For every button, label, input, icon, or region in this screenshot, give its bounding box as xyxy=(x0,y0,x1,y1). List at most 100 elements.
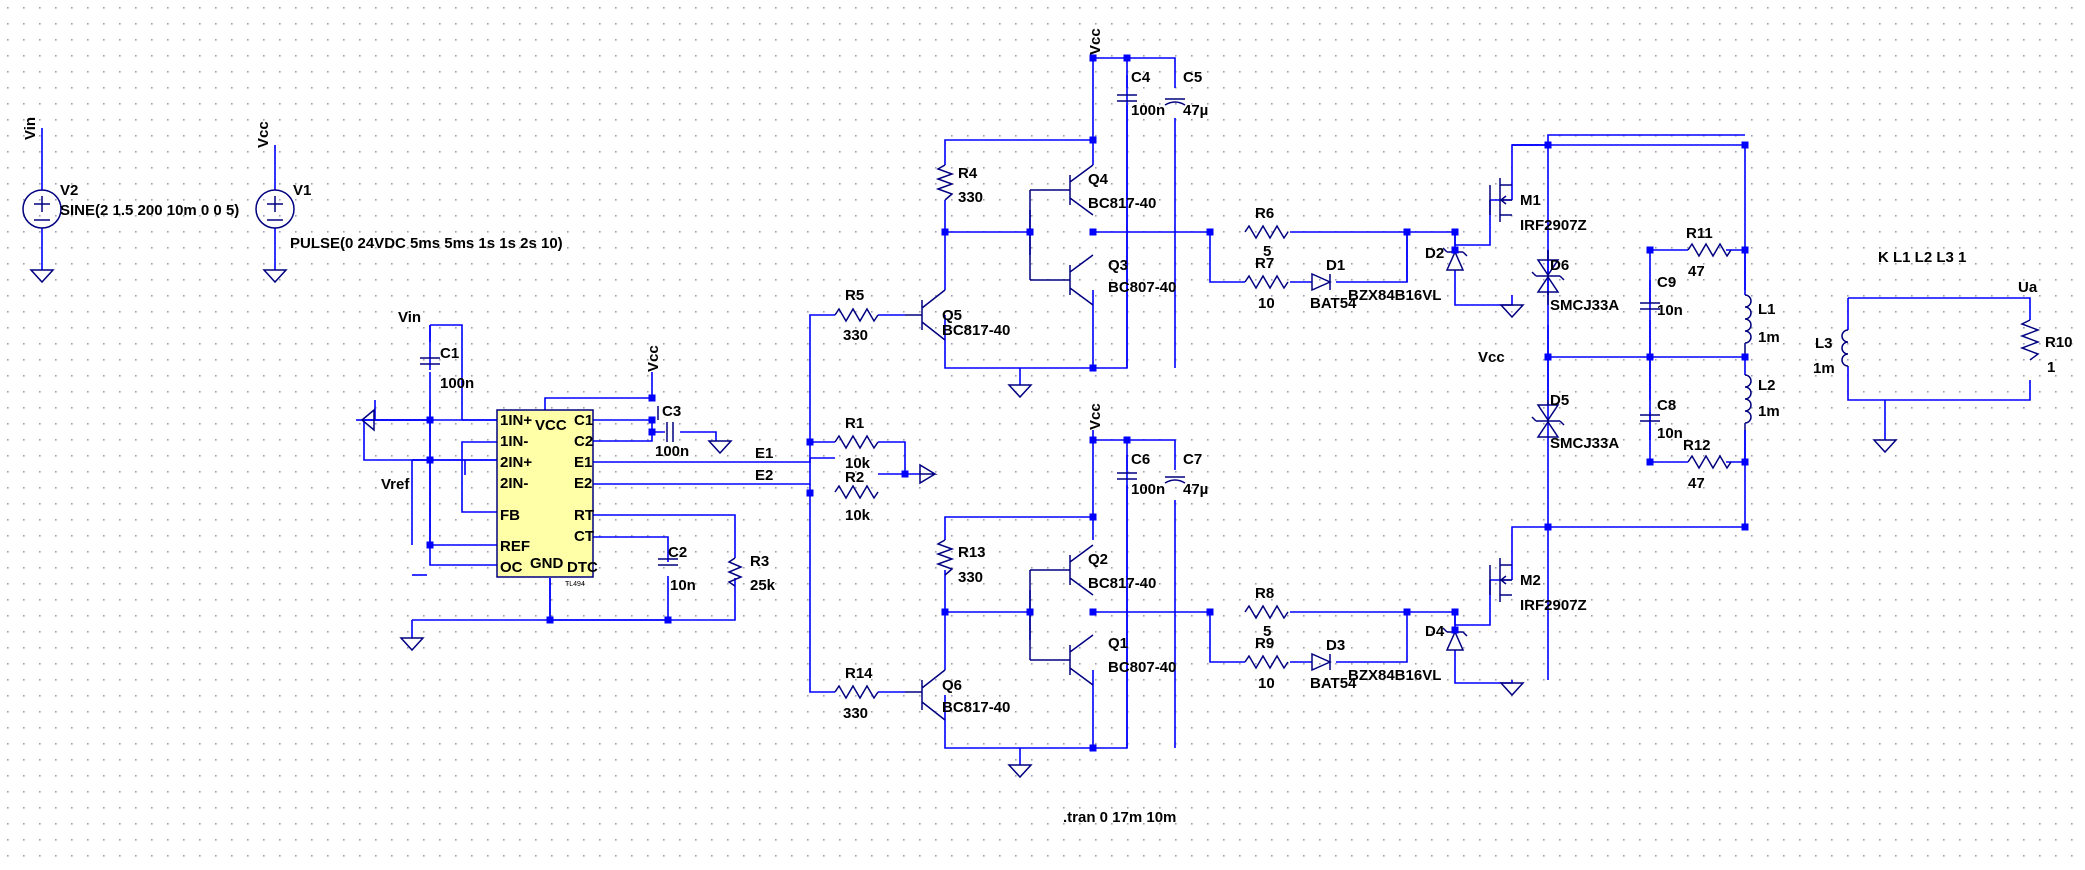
resistor-symbol-r8 xyxy=(1244,604,1289,620)
value-c5: 47µ xyxy=(1183,102,1208,119)
ref-l3: L3 xyxy=(1815,335,1833,352)
ref-d4: D4 xyxy=(1425,623,1445,640)
ref-r14: R14 xyxy=(845,665,873,682)
capacitor-symbol-c5 xyxy=(1164,98,1186,106)
tran-directive[interactable]: .tran 0 17m 10m xyxy=(1063,809,1176,826)
value-c3: 100n xyxy=(655,443,689,460)
net-label-vin-v2: Vin xyxy=(22,117,39,140)
resistor-symbol-r7 xyxy=(1244,274,1289,290)
capacitor-symbol-c2 xyxy=(658,558,678,566)
ic-pin-gnd: GND xyxy=(530,555,564,572)
ref-c7: C7 xyxy=(1183,451,1202,468)
ref-r5: R5 xyxy=(845,287,864,304)
value-c9: 10n xyxy=(1657,302,1683,319)
net-label-vcc-v1: Vcc xyxy=(255,121,272,148)
coupling-directive: K L1 L2 L3 1 xyxy=(1878,249,1966,266)
ic-pin-rt: RT xyxy=(574,507,594,524)
value-r2: 10k xyxy=(845,507,871,524)
net-label-e1: E1 xyxy=(755,445,773,462)
ref-q6: Q6 xyxy=(942,677,962,694)
ref-d2: D2 xyxy=(1425,245,1444,262)
ref-q2: Q2 xyxy=(1088,551,1108,568)
mosfet-symbol-m2 xyxy=(1489,558,1512,602)
value-c1: 100n xyxy=(440,375,474,392)
ref-v1: V1 xyxy=(293,182,311,199)
mosfet-symbol-m1 xyxy=(1489,178,1512,222)
value-m2: IRF2907Z xyxy=(1520,597,1587,614)
ref-m2: M2 xyxy=(1520,572,1541,589)
value-l1: 1m xyxy=(1758,329,1780,346)
value-r5: 330 xyxy=(843,327,868,344)
ref-r6: R6 xyxy=(1255,205,1274,222)
ic-pin-fb: FB xyxy=(500,507,520,524)
value-c2: 10n xyxy=(670,577,696,594)
ic-pin-2in-plus: 2IN+ xyxy=(500,454,532,471)
capacitor-symbol-c6 xyxy=(1117,472,1137,480)
ref-r11: R11 xyxy=(1686,225,1713,242)
resistor-symbol-r6 xyxy=(1244,224,1289,240)
ic-pin-ct: CT xyxy=(574,528,594,545)
transistor-symbol-q6 xyxy=(905,669,946,721)
ref-m1: M1 xyxy=(1520,192,1541,209)
ref-l1: L1 xyxy=(1758,301,1776,318)
ic-tl494-body[interactable] xyxy=(496,409,594,578)
ref-r3: R3 xyxy=(750,553,769,570)
value-v1: PULSE(0 24VDC 5ms 5ms 1s 1s 2s 10) xyxy=(290,235,563,252)
ref-l2: L2 xyxy=(1758,377,1776,394)
net-label-vref: Vref xyxy=(381,476,410,493)
resistor-symbol-r14 xyxy=(834,684,879,700)
value-q3: BC807-40 xyxy=(1108,279,1176,296)
ref-q5: Q5 xyxy=(942,307,962,324)
net-label-e2: E2 xyxy=(755,467,773,484)
value-r6: 5 xyxy=(1263,243,1271,260)
value-c6: 100n xyxy=(1131,481,1165,498)
ground-arrow-left xyxy=(360,408,375,432)
ref-q4: Q4 xyxy=(1088,171,1109,188)
tvs-symbol-d6 xyxy=(1531,250,1565,305)
ground-arrow-right xyxy=(919,463,938,485)
resistor-symbol-r13 xyxy=(935,539,955,576)
ref-c9: C9 xyxy=(1657,274,1676,291)
ref-d5: D5 xyxy=(1550,392,1569,409)
value-q2: BC817-40 xyxy=(1088,575,1156,592)
ref-c3: C3 xyxy=(662,403,681,420)
ref-c2: C2 xyxy=(668,544,687,561)
value-d5: SMCJ33A xyxy=(1550,435,1619,452)
net-label-vin-ic: Vin xyxy=(398,309,421,326)
tvs-symbol-d5 xyxy=(1531,400,1565,438)
value-d1: BAT54 xyxy=(1310,295,1357,312)
ic-pin-vcc: VCC xyxy=(535,417,567,434)
diode-symbol-d1 xyxy=(1311,272,1332,292)
source-symbol-v2 xyxy=(22,189,62,229)
inductor-symbol-l3 xyxy=(1841,329,1849,367)
ref-r8: R8 xyxy=(1255,585,1274,602)
value-d2: BZX84B16VL xyxy=(1348,287,1441,304)
transistor-symbol-q1 xyxy=(1030,634,1094,686)
ref-c1: C1 xyxy=(440,345,459,362)
value-r7: 10 xyxy=(1258,295,1275,312)
net-label-vcc-top: Vcc xyxy=(1087,28,1104,55)
net-label-vcc-ic: Vcc xyxy=(645,345,662,372)
value-r12: 47 xyxy=(1688,475,1705,492)
symbols xyxy=(22,94,2041,778)
value-r4: 330 xyxy=(958,189,983,206)
ref-q1: Q1 xyxy=(1108,635,1128,652)
resistor-symbol-r4 xyxy=(935,164,955,201)
ic-pin-ref: REF xyxy=(500,538,530,555)
value-d4: BZX84B16VL xyxy=(1348,667,1441,684)
value-l3: 1m xyxy=(1813,360,1835,377)
capacitor-symbol-c9 xyxy=(1640,302,1660,310)
resistor-symbol-r5 xyxy=(834,307,879,323)
ic-pin-dtc: DTC xyxy=(567,559,598,576)
net-label-ua: Ua xyxy=(2018,279,2038,296)
ref-d3: D3 xyxy=(1326,637,1345,654)
value-r13: 330 xyxy=(958,569,983,586)
ref-r1: R1 xyxy=(845,415,864,432)
ref-c5: C5 xyxy=(1183,69,1202,86)
resistor-symbol-r12 xyxy=(1687,454,1732,470)
value-r1: 10k xyxy=(845,455,871,472)
transistor-symbol-q3 xyxy=(1030,254,1094,306)
value-r9: 10 xyxy=(1258,675,1275,692)
